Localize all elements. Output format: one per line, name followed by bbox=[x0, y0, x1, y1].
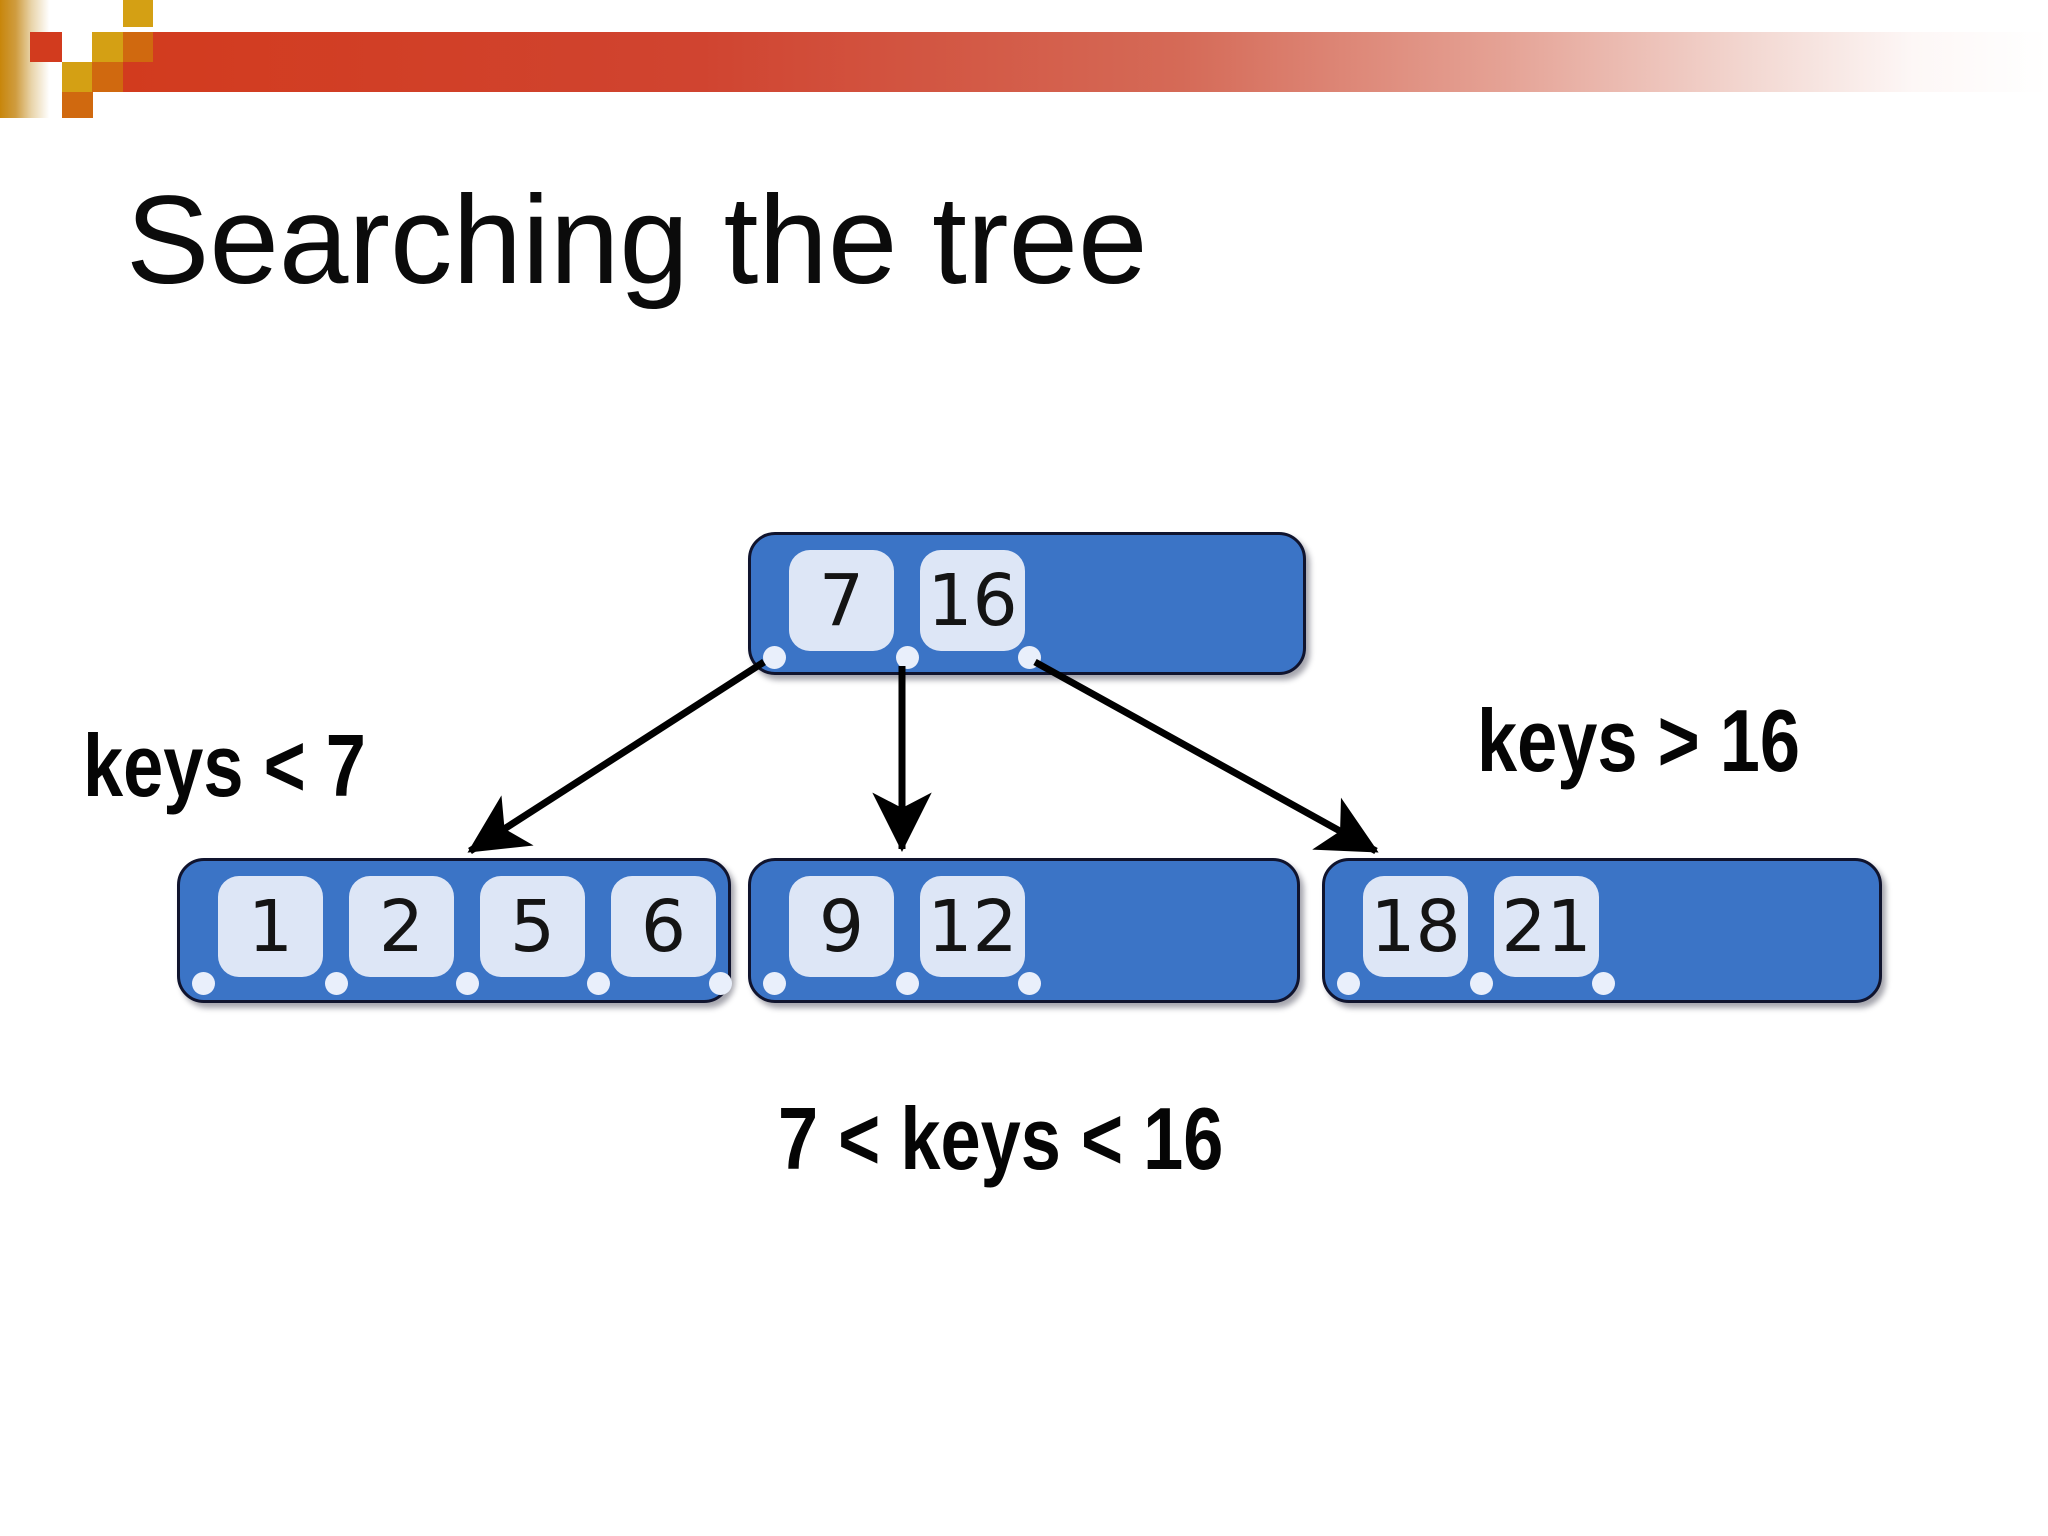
key-cell-5: 5 bbox=[480, 876, 585, 977]
key-cell-12: 12 bbox=[920, 876, 1025, 977]
decor-square-orange-2 bbox=[92, 62, 123, 92]
child-pointer-dot bbox=[1017, 971, 1041, 995]
key-cell-16: 16 bbox=[920, 550, 1025, 651]
child-pointer-dot bbox=[1469, 971, 1493, 995]
key-cell-9: 9 bbox=[789, 876, 894, 977]
arrow-to-left-child bbox=[467, 659, 766, 854]
range-label-left: keys < 7 bbox=[83, 716, 366, 815]
decor-square-orange-3 bbox=[62, 92, 93, 118]
tree-node-middle-child: 9 12 bbox=[748, 858, 1300, 1003]
child-pointer-dot bbox=[455, 971, 479, 995]
child-pointer-dot bbox=[191, 971, 215, 995]
key-cell-6: 6 bbox=[611, 876, 716, 977]
child-pointer-dot bbox=[1017, 645, 1041, 669]
key-cell-1: 1 bbox=[218, 876, 323, 977]
child-pointer-dot bbox=[1336, 971, 1360, 995]
decor-square-gold-2 bbox=[62, 62, 93, 92]
arrow-to-right-child bbox=[1033, 658, 1379, 855]
key-cell-2: 2 bbox=[349, 876, 454, 977]
key-cell-21: 21 bbox=[1494, 876, 1599, 977]
decor-square-orange-1 bbox=[123, 32, 153, 62]
key-cell-7: 7 bbox=[789, 550, 894, 651]
child-pointer-dot bbox=[895, 645, 919, 669]
child-pointer-dot bbox=[895, 971, 919, 995]
child-pointer-dot bbox=[586, 971, 610, 995]
slide-title: Searching the tree bbox=[126, 171, 1148, 310]
child-pointer-dot bbox=[1591, 971, 1615, 995]
decor-square-gold-top bbox=[123, 0, 153, 27]
child-pointer-dot bbox=[762, 645, 786, 669]
decor-square-gold-1 bbox=[92, 32, 123, 62]
child-pointer-dot bbox=[762, 971, 786, 995]
decor-square-red bbox=[30, 32, 62, 62]
key-cell-18: 18 bbox=[1363, 876, 1468, 977]
child-pointer-dot bbox=[324, 971, 348, 995]
range-label-right: keys > 16 bbox=[1477, 691, 1801, 790]
range-label-middle: 7 < keys < 16 bbox=[778, 1089, 1224, 1188]
tree-node-root: 7 16 bbox=[748, 532, 1306, 675]
header-red-bar bbox=[123, 32, 2048, 92]
child-pointer-dot bbox=[708, 971, 732, 995]
